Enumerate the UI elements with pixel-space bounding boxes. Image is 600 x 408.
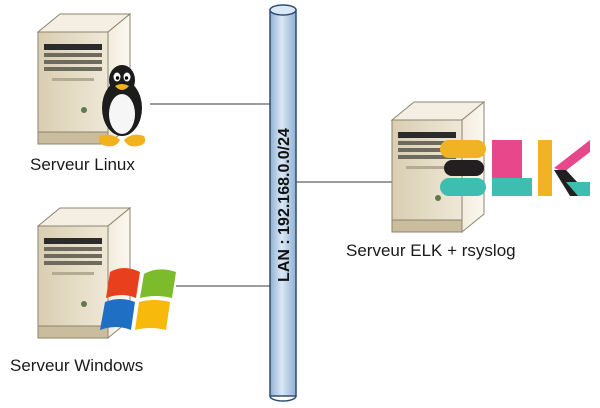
linux-server-label: Serveur Linux — [30, 155, 135, 174]
windows-flag-icon — [100, 268, 176, 330]
tux-penguin-icon — [98, 65, 146, 147]
elk-server-label: Serveur ELK + rsyslog — [346, 241, 516, 260]
elk-logo-icon — [440, 140, 590, 196]
lan-bus — [269, 4, 297, 402]
windows-server-label: Serveur Windows — [10, 356, 143, 375]
lan-label: LAN : 192.168.0.0/24 — [276, 128, 293, 282]
